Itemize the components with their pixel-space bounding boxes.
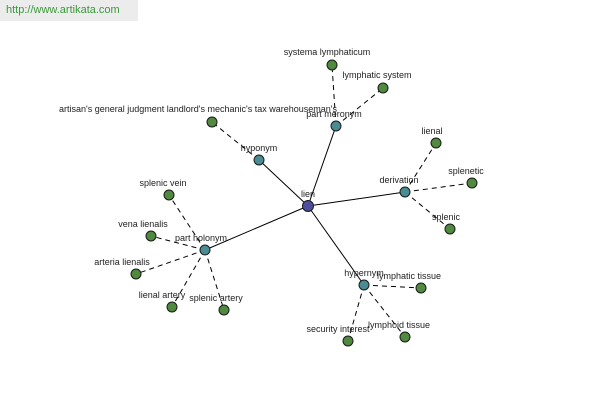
edge-part_holonym-splenic_vein <box>168 194 206 251</box>
edge-hyponym-artisans <box>211 121 260 161</box>
node-derivation[interactable] <box>399 186 411 198</box>
node-label-part-holonym: part holonym <box>175 233 227 243</box>
node-lienal[interactable] <box>430 137 442 149</box>
node-label-lymphatic-tissue: lymphatic tissue <box>377 271 441 281</box>
edge-hypernym-lymphatic_tissue <box>363 284 422 289</box>
node-label-splenic-artery: splenic artery <box>189 293 243 303</box>
site-url-link[interactable]: http://www.artikata.com <box>6 4 120 16</box>
node-hyponym[interactable] <box>253 154 265 166</box>
node-splenic-vein[interactable] <box>163 189 175 201</box>
edge-lien-part_holonym <box>204 205 309 251</box>
node-part-meronym[interactable] <box>330 120 342 132</box>
node-arteria-lienalis[interactable] <box>130 268 142 280</box>
node-label-lymphatic-system: lymphatic system <box>342 70 411 80</box>
node-label-part-meronym: part meronym <box>306 109 362 119</box>
node-label-lienal: lienal <box>421 126 442 136</box>
edge-derivation-splenetic <box>404 182 473 193</box>
edge-hypernym-lymphoid_tissue <box>363 284 406 338</box>
node-splenic[interactable] <box>444 223 456 235</box>
node-label-splenic-vein: splenic vein <box>139 178 186 188</box>
node-lienal-artery[interactable] <box>166 301 178 313</box>
node-label-derivation: derivation <box>379 175 418 185</box>
edge-part_meronym-lymphatic_system <box>335 87 384 127</box>
node-label-splenetic: splenetic <box>448 166 484 176</box>
node-vena-lienalis[interactable] <box>145 230 157 242</box>
edge-part_holonym-lienal_artery <box>171 249 206 308</box>
node-label-artisans: artisan's general judgment landlord's me… <box>59 104 338 114</box>
node-label-hypernym: hypernym <box>344 268 384 278</box>
edge-part_holonym-vena_lienalis <box>150 235 206 251</box>
edge-part_holonym-arteria_lienalis <box>135 249 206 275</box>
node-label-vena-lienalis: vena lienalis <box>118 219 168 229</box>
edge-derivation-splenic <box>404 191 451 230</box>
node-systema-lymphaticum[interactable] <box>326 59 338 71</box>
node-lien[interactable] <box>302 200 314 212</box>
node-hypernym[interactable] <box>358 279 370 291</box>
node-label-lymphoid-tissue: lymphoid tissue <box>368 320 430 330</box>
node-label-lienal-artery: lienal artery <box>139 290 186 300</box>
edge-lien-hyponym <box>258 159 309 207</box>
edge-part_meronym-systema_lymphaticum <box>331 64 337 127</box>
edge-part_holonym-splenic_artery <box>204 249 225 311</box>
node-lymphoid-tissue[interactable] <box>399 331 411 343</box>
edge-hypernym-security_interest <box>347 284 365 342</box>
node-lymphatic-system[interactable] <box>377 82 389 94</box>
graph-nodes <box>130 59 478 347</box>
node-label-systema-lymphaticum: systema lymphaticum <box>284 47 371 57</box>
node-label-arteria-lienalis: arteria lienalis <box>94 257 150 267</box>
node-label-lien: lien <box>301 189 315 199</box>
node-label-security-interest: security interest <box>306 324 370 334</box>
graph-labels: lien part meronym hyponym derivation part ho… <box>59 47 484 334</box>
node-artisans[interactable] <box>206 116 218 128</box>
node-label-splenic: splenic <box>432 212 461 222</box>
edge-derivation-lienal <box>404 142 437 193</box>
node-splenic-artery[interactable] <box>218 304 230 316</box>
node-splenetic[interactable] <box>466 177 478 189</box>
edge-lien-part_meronym <box>307 125 337 207</box>
edge-lien-hypernym <box>307 205 365 286</box>
node-lymphatic-tissue[interactable] <box>415 282 427 294</box>
node-security-interest[interactable] <box>342 335 354 347</box>
edge-lien-derivation <box>307 191 406 207</box>
node-label-hyponym: hyponym <box>241 143 278 153</box>
graph-edges <box>135 64 473 342</box>
node-part-holonym[interactable] <box>199 244 211 256</box>
url-bar: http://www.artikata.com <box>0 0 138 21</box>
